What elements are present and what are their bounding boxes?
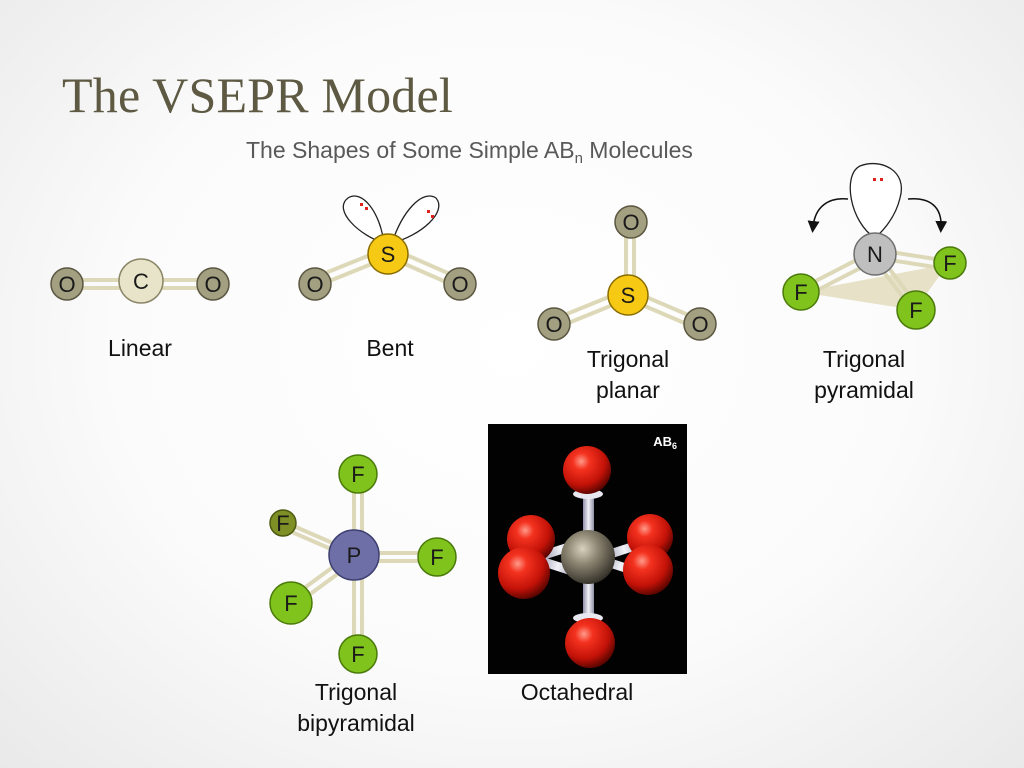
label-octahedral: Octahedral xyxy=(502,677,652,708)
atom-symbol: O xyxy=(204,272,221,297)
molecule-trigonal-planar: S O O O xyxy=(537,205,717,341)
lone-pair-dots xyxy=(873,178,883,181)
label-line: pyramidal xyxy=(814,377,914,403)
atom-trigonal-planar-oxygen-right: O xyxy=(683,307,717,341)
atom-symbol: P xyxy=(347,543,362,568)
label-trigonal-bipyramidal: Trigonal bipyramidal xyxy=(276,677,436,739)
label-line: Octahedral xyxy=(520,679,634,705)
photo-label-prefix: AB xyxy=(653,434,672,449)
arrow-right xyxy=(907,198,948,233)
label-trigonal-pyramidal: Trigonal pyramidal xyxy=(789,344,939,406)
lone-pair-dots xyxy=(360,203,434,218)
atom-linear-oxygen-right: O xyxy=(196,267,230,301)
label-line: Linear xyxy=(108,335,172,361)
atom-trigonal-bipyramidal-fluorine-right: F xyxy=(417,537,457,577)
atom-symbol: F xyxy=(276,511,289,536)
atom-trigonal-bipyramidal-fluorine-bottom: F xyxy=(338,634,378,674)
atom-linear-oxygen-left: O xyxy=(50,267,84,301)
atom-bent-oxygen-left: O xyxy=(298,267,332,301)
atom-symbol: N xyxy=(867,242,883,267)
atom-trigonal-planar-sulfur: S xyxy=(607,274,649,316)
label-line: Trigonal xyxy=(314,679,398,705)
atom-symbol: F xyxy=(284,591,297,616)
atom-trigonal-bipyramidal-phosphorus: P xyxy=(328,529,380,581)
slide-subtitle: The Shapes of Some Simple ABn Molecules xyxy=(246,137,693,167)
atom-trigonal-pyramidal-nitrogen: N xyxy=(853,232,897,276)
molecule-bent: S O O xyxy=(298,195,477,301)
atom-symbol: S xyxy=(381,242,396,267)
atom-trigonal-bipyramidal-fluorine-front: F xyxy=(269,581,313,625)
molecule-linear: O C O xyxy=(50,258,230,304)
atom-trigonal-pyramidal-fluorine-front: F xyxy=(896,290,936,330)
atom-symbol: F xyxy=(943,251,956,276)
photo-label-ab6: AB6 xyxy=(653,434,677,451)
atom-symbol: O xyxy=(545,312,562,337)
label-line: Trigonal xyxy=(822,346,906,372)
molecule-trigonal-pyramidal: N F F F xyxy=(782,162,967,330)
atom-symbol: O xyxy=(451,272,468,297)
label-line: planar xyxy=(596,377,660,403)
atom-symbol: C xyxy=(133,269,149,294)
atom-symbol: S xyxy=(621,283,636,308)
slide-title: The VSEPR Model xyxy=(62,67,453,123)
label-bent: Bent xyxy=(330,333,450,364)
octahedral-ball-top xyxy=(563,446,611,494)
atom-symbol: O xyxy=(622,210,639,235)
atom-symbol: F xyxy=(351,642,364,667)
atom-trigonal-pyramidal-fluorine-left: F xyxy=(782,273,820,311)
octahedral-ball-front-left xyxy=(498,547,550,599)
octahedral-model-photo: AB6 xyxy=(488,424,687,674)
octahedral-model xyxy=(498,446,673,668)
arrow-left xyxy=(807,198,849,233)
subtitle-prefix: The Shapes of Some Simple AB xyxy=(246,137,575,163)
octahedral-ball-front-right xyxy=(623,545,673,595)
label-trigonal-planar: Trigonal planar xyxy=(558,344,698,406)
atom-trigonal-planar-oxygen-left: O xyxy=(537,307,571,341)
subtitle-subscript: n xyxy=(574,150,583,167)
atom-bent-sulfur: S xyxy=(367,233,409,275)
atom-linear-carbon: C xyxy=(118,258,164,304)
atom-symbol: F xyxy=(351,462,364,487)
lone-pair-lobe xyxy=(849,162,903,239)
atom-symbol: O xyxy=(306,272,323,297)
atom-symbol: O xyxy=(691,312,708,337)
atom-trigonal-bipyramidal-fluorine-back: F xyxy=(269,509,297,537)
atom-symbol: F xyxy=(430,545,443,570)
lone-pair-lobe xyxy=(342,195,440,244)
atom-trigonal-pyramidal-fluorine-right: F xyxy=(933,246,967,280)
atom-symbol: F xyxy=(794,280,807,305)
subtitle-suffix: Molecules xyxy=(582,137,693,163)
octahedral-center-atom xyxy=(561,530,615,584)
atom-trigonal-planar-oxygen-top: O xyxy=(614,205,648,239)
photo-label-subscript: 6 xyxy=(671,441,677,451)
label-line: bipyramidal xyxy=(297,710,415,736)
octahedral-ball-bottom xyxy=(565,618,615,668)
atom-bent-oxygen-right: O xyxy=(443,267,477,301)
label-line: Bent xyxy=(366,335,414,361)
atom-symbol: O xyxy=(58,272,75,297)
label-line: Trigonal xyxy=(586,346,670,372)
molecule-trigonal-bipyramidal: F P F F F F xyxy=(269,454,457,674)
label-linear: Linear xyxy=(80,333,200,364)
atom-symbol: F xyxy=(909,298,922,323)
atom-trigonal-bipyramidal-fluorine-top: F xyxy=(338,454,378,494)
